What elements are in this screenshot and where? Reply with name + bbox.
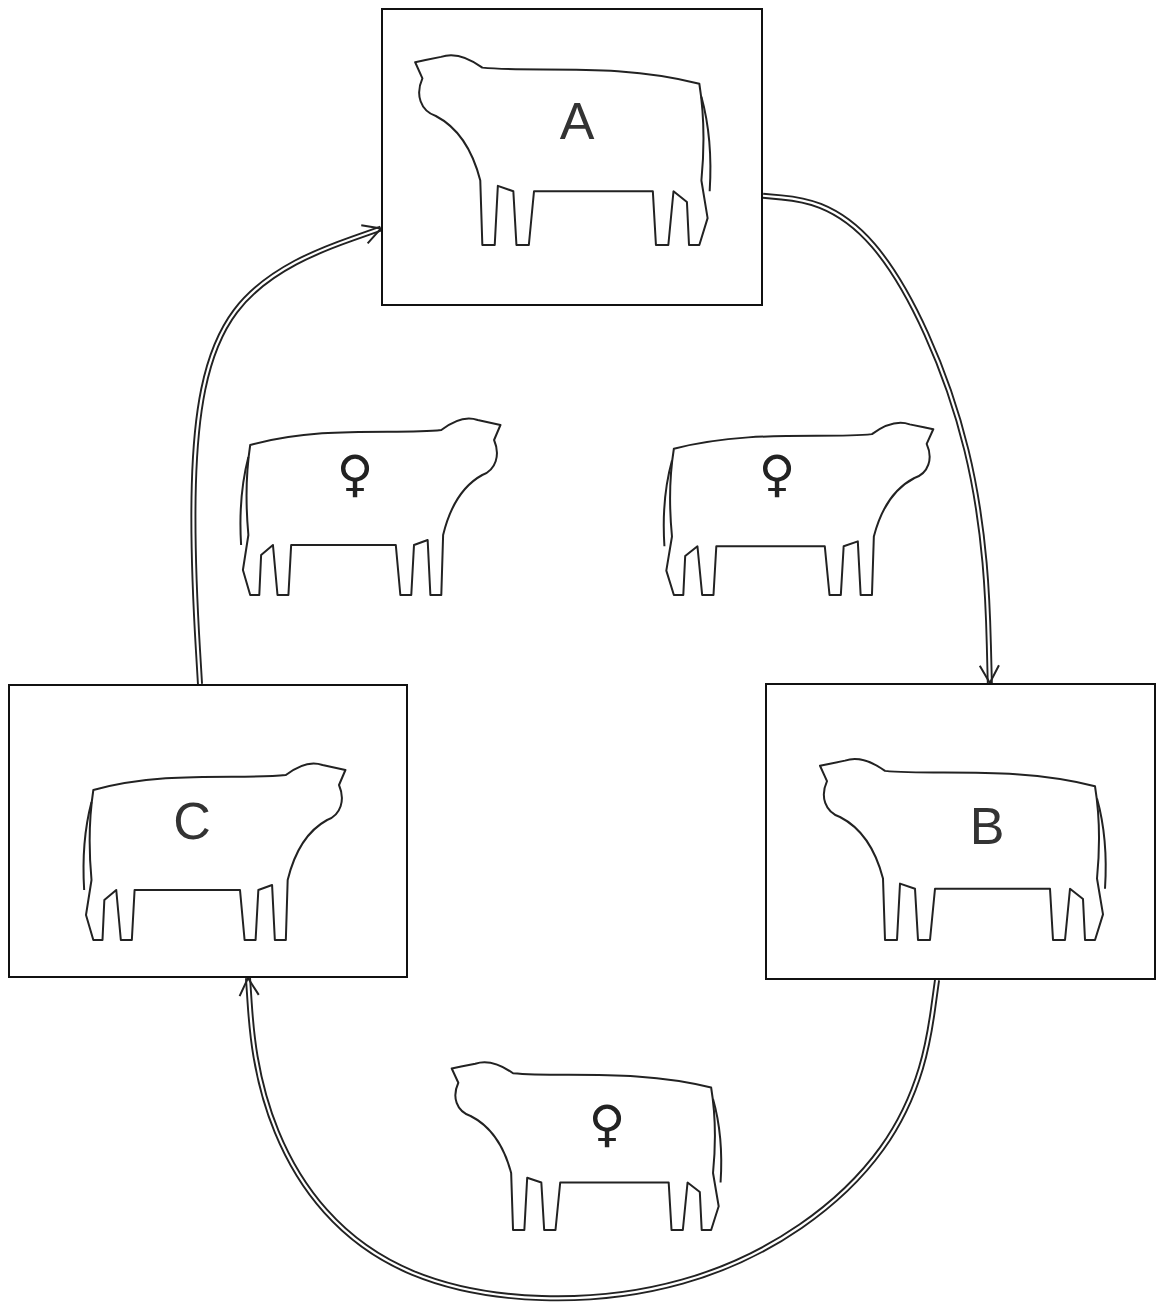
bull-figure [415,55,710,245]
pen-box: B [765,683,1156,980]
female-symbol: ♀ [759,446,796,504]
cow-figure [664,423,934,595]
bull-figure [84,763,346,940]
cycle-arrow [193,225,381,684]
cycle-arrow [240,978,937,1298]
cycle-arrow [763,196,999,683]
cow-figure [240,418,500,595]
animal-letter: C [173,793,211,850]
cow-figure [452,1062,722,1230]
pen-box: A [381,8,763,306]
bull-figure [820,759,1106,940]
female-symbol: ♀ [337,446,374,504]
female-symbol: ♀ [589,1096,626,1154]
pen-box: C [8,684,408,978]
animal-letter: B [970,798,1005,855]
animal-letter: A [560,93,595,150]
